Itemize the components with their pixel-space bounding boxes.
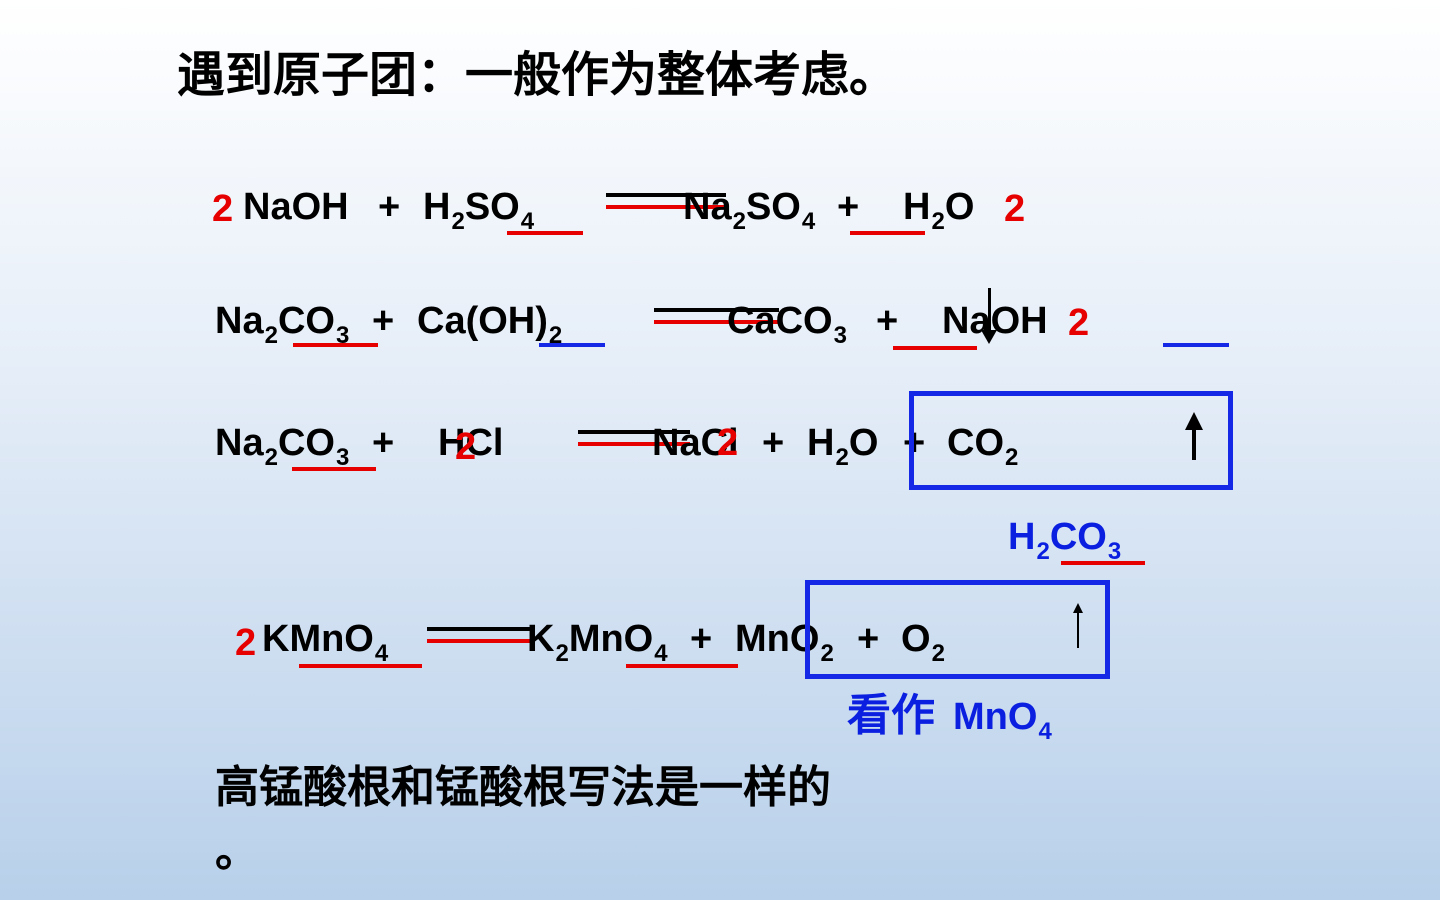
eq2-blank-blue-2 — [1163, 343, 1229, 347]
eq1-reactant-h2so4: H2SO4 — [423, 186, 535, 235]
eq1-plus-1: + — [378, 186, 401, 228]
eq2-blank-2 — [893, 346, 977, 350]
eq1-reactant-naoh: NaOH — [243, 186, 349, 228]
eq1-coefficient-right: 2 — [1004, 188, 1026, 230]
eq1-product-na2so4: Na2SO4 — [683, 186, 816, 235]
note-line-1: 高锰酸根和锰酸根写法是一样的 — [215, 763, 831, 812]
up-arrow-icon: ↑ — [1192, 428, 1196, 460]
eq2-equals-bottom — [654, 320, 779, 324]
eq2-coefficient: 2 — [1068, 302, 1090, 344]
eq1-equals-bottom — [606, 205, 726, 209]
eq3-plus-1: + — [372, 422, 395, 464]
eq3-blank-1 — [292, 467, 376, 471]
h2co3-annotation: H2CO3 — [1008, 516, 1122, 565]
eq3-plus-3: + — [903, 422, 926, 464]
h2co3-blank — [1061, 561, 1145, 565]
eq2-plus-2: + — [876, 300, 899, 342]
eq1-plus-2: + — [837, 186, 860, 228]
eq1-coefficient-left: 2 — [212, 188, 234, 230]
note-line-2: 。 — [215, 827, 259, 876]
eq4-product-o2: O2 — [901, 618, 945, 667]
eq1-product-h2o: H2O — [903, 186, 975, 235]
down-arrow-head-icon — [981, 330, 997, 344]
eq3-reactant-na2co3: Na2CO3 — [215, 422, 350, 471]
eq2-equals-top — [654, 308, 779, 312]
eq2-reactant-na2co3: Na2CO3 — [215, 300, 350, 349]
eq2-product-caco3: CaCO3 — [727, 300, 847, 349]
eq4-coefficient: 2 — [235, 622, 257, 664]
eq3-coefficient-hcl: 2 — [455, 426, 477, 468]
eq3-product-h2o: H2O — [807, 422, 879, 471]
highlight-box-mno2-o2 — [805, 580, 1110, 679]
eq2-reactant-caoh2: Ca(OH)2 — [417, 300, 563, 349]
eq4-equals-bottom — [427, 639, 531, 643]
eq4-equals-top — [427, 627, 531, 631]
note-treat-as-formula: MnO4 — [953, 696, 1052, 745]
page-title: 遇到原子团：一般作为整体考虑。 — [177, 49, 898, 102]
eq4-reactant-kmno4: KMnO4 — [262, 618, 389, 667]
down-arrow-icon: ↓ — [988, 288, 991, 334]
up-arrow-head-icon — [1185, 412, 1203, 430]
eq1-blank-2 — [850, 231, 925, 235]
eq3-equals-bottom — [578, 442, 690, 446]
eq2-blank-blue-1 — [539, 343, 605, 347]
note-treat-as-label: 看作 — [847, 691, 935, 740]
eq3-product-co2: CO2 — [947, 422, 1019, 471]
eq3-coefficient-nacl: 2 — [717, 422, 739, 464]
eq2-blank-1 — [293, 343, 378, 347]
eq4-blank-2 — [626, 664, 738, 668]
eq3-plus-2: + — [762, 422, 785, 464]
eq3-equals-top — [578, 430, 690, 434]
eq4-product-k2mno4: K2MnO4 — [527, 618, 668, 667]
eq3-product-nacl: NaCl — [652, 422, 739, 464]
eq1-blank-1 — [507, 231, 583, 235]
highlight-box-co2 — [909, 391, 1233, 490]
eq3-reactant-hcl: HCl — [438, 422, 504, 464]
eq4-blank-1 — [299, 664, 422, 668]
eq1-equals-top — [606, 193, 726, 197]
up-arrow-icon: ↑ — [1077, 612, 1079, 648]
eq4-plus-1: + — [690, 618, 713, 660]
eq2-plus-1: + — [372, 300, 395, 342]
up-arrow-head-icon — [1073, 603, 1083, 613]
eq4-plus-2: + — [857, 618, 880, 660]
